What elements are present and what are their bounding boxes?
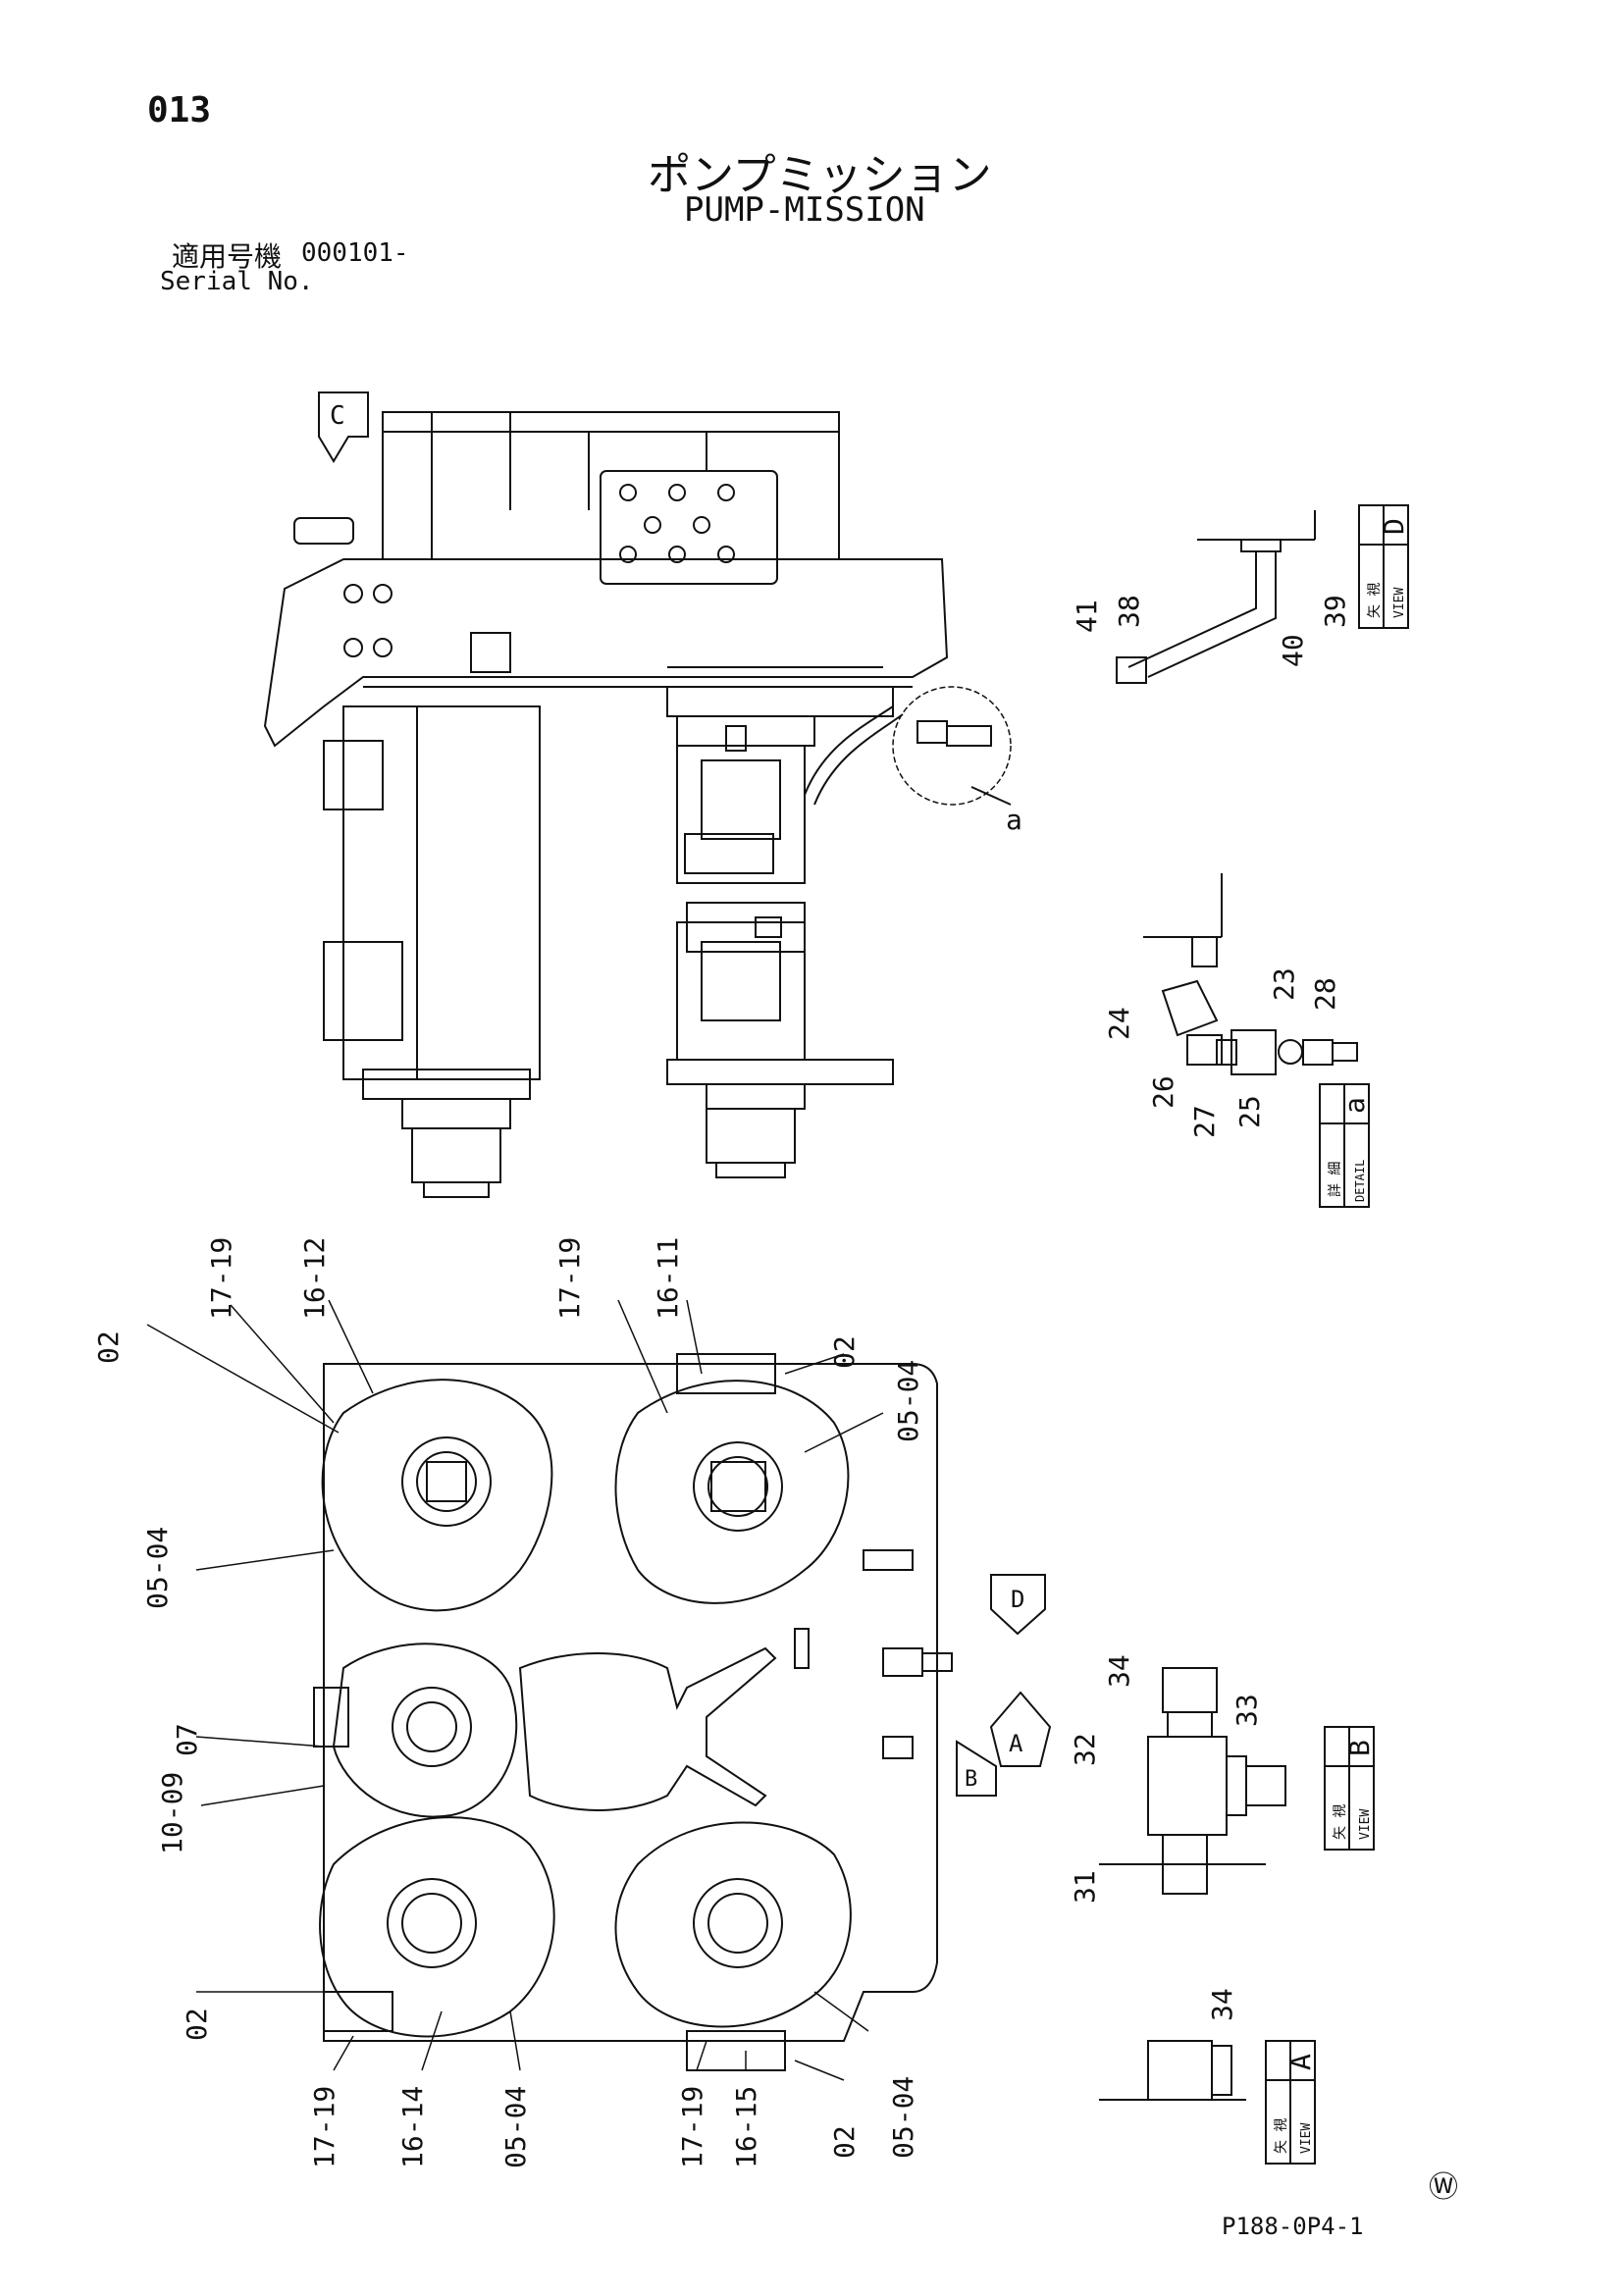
view-b-jp: 矢 視 xyxy=(1333,1804,1348,1840)
flange-center-left xyxy=(332,1643,518,1818)
plan-view-arrows: D A B xyxy=(956,1574,1052,1797)
left-motor-body xyxy=(342,705,541,1080)
view-a: 34 A 矢 視 VIEW xyxy=(1099,1988,1317,2165)
callout-bottom-left-02: 02 xyxy=(181,2008,213,2041)
detail-a-callout: a xyxy=(1006,804,1022,836)
view-a-jp: 矢 視 xyxy=(1274,2118,1289,2154)
callout-bottom-05-04-a: 05-04 xyxy=(499,2086,532,2168)
title-japanese: ポンプミッション xyxy=(648,150,992,200)
callout-top-16-12: 16-12 xyxy=(298,1237,331,1320)
plan-view-assembly xyxy=(313,1353,953,2071)
detail-a-jp: 詳 細 xyxy=(1328,1162,1343,1197)
callout-27: 27 xyxy=(1188,1105,1221,1138)
view-d-en: VIEW xyxy=(1392,588,1407,618)
callout-bottom-02: 02 xyxy=(828,2125,861,2159)
view-arrow-b xyxy=(956,1740,997,1797)
gear-case-center xyxy=(518,1646,777,1811)
flange-top-right xyxy=(614,1380,850,1604)
flange-bottom-right xyxy=(614,1821,852,2028)
view-b: 34 33 32 31 B 矢 視 VIEW xyxy=(1069,1654,1376,1904)
detail-a-letter: a xyxy=(1338,1097,1371,1114)
view-d: 41 38 40 39 D 矢 視 VIEW xyxy=(1071,504,1410,684)
detail-a-en: DETAIL xyxy=(1353,1160,1367,1202)
callout-bottom-16-15: 16-15 xyxy=(730,2086,762,2168)
callout-41: 41 xyxy=(1071,600,1103,633)
view-d-jp: 矢 視 xyxy=(1367,583,1383,618)
callout-24: 24 xyxy=(1103,1007,1135,1040)
right-pump-upper xyxy=(676,745,806,884)
page-number: 013 xyxy=(147,90,212,130)
callout-32: 32 xyxy=(1069,1733,1101,1766)
view-arrow-d xyxy=(990,1574,1046,1636)
view-b-letter: B xyxy=(1343,1740,1376,1756)
callout-23: 23 xyxy=(1268,967,1300,1001)
title-english: PUMP-MISSION xyxy=(684,190,925,230)
callout-33: 33 xyxy=(1230,1694,1263,1727)
callout-25: 25 xyxy=(1233,1095,1266,1128)
callout-34-b: 34 xyxy=(1103,1654,1135,1688)
view-arrow-c-letter: C xyxy=(330,401,345,431)
serial-label-japanese: 適用号機 xyxy=(172,240,283,273)
callout-bottom-16-14: 16-14 xyxy=(396,2086,429,2168)
callout-mid-02: 02 xyxy=(828,1335,861,1369)
right-pump-flange xyxy=(666,686,894,717)
housing-side-plate xyxy=(600,470,778,585)
callout-bottom-17-19-b: 17-19 xyxy=(676,2086,708,2168)
plan-callouts: 02 17-19 16-12 17-19 16-11 02 05-04 05-0… xyxy=(92,1237,924,2168)
callout-39: 39 xyxy=(1319,595,1351,628)
serial-number-value: 000101- xyxy=(301,238,409,268)
callout-mid-17-19: 17-19 xyxy=(553,1237,586,1320)
callout-top-02: 02 xyxy=(92,1331,125,1364)
base-plate-outline xyxy=(323,1363,938,2042)
view-arrow-a-letter: A xyxy=(1009,1730,1023,1757)
drawing-code: P188-0P4-1 xyxy=(1222,2213,1364,2240)
housing-main-body xyxy=(263,558,949,748)
view-a-en: VIEW xyxy=(1299,2123,1314,2154)
view-arrow-b-letter: B xyxy=(965,1767,977,1792)
view-arrow-a xyxy=(989,1691,1052,1767)
side-view-assembly: C xyxy=(263,391,1022,1198)
plan-leader-lines xyxy=(146,1299,884,2081)
view-d-letter: D xyxy=(1378,518,1410,535)
callout-bottom-17-19-a: 17-19 xyxy=(308,2086,340,2168)
callout-31: 31 xyxy=(1069,1870,1101,1904)
view-a-letter: A xyxy=(1284,2054,1317,2070)
callout-34-a: 34 xyxy=(1206,1988,1238,2021)
view-arrow-c xyxy=(318,391,369,463)
serial-label-english: Serial No. xyxy=(160,267,314,296)
detail-a-circle xyxy=(892,686,1012,806)
callout-mid-05-04: 05-04 xyxy=(892,1360,924,1442)
callout-26: 26 xyxy=(1147,1075,1179,1109)
flange-top-left xyxy=(321,1379,553,1612)
callout-40: 40 xyxy=(1277,634,1309,667)
maker-mark: Ⓦ xyxy=(1429,2170,1458,2205)
callout-28: 28 xyxy=(1309,977,1341,1011)
view-b-en: VIEW xyxy=(1358,1809,1373,1840)
view-arrow-d-letter: D xyxy=(1011,1586,1024,1613)
callout-mid-16-11: 16-11 xyxy=(652,1237,684,1320)
callout-top-17-19: 17-19 xyxy=(205,1237,237,1320)
flange-bottom-left xyxy=(319,1816,555,2038)
callout-10-09: 10-09 xyxy=(156,1772,188,1854)
housing-top-frame xyxy=(382,411,840,560)
detail-a: 23 28 24 26 27 25 a 詳 細 DETAIL xyxy=(1103,873,1371,1208)
callout-38: 38 xyxy=(1113,595,1145,628)
callout-07: 07 xyxy=(171,1723,203,1756)
callout-left-05-04: 05-04 xyxy=(141,1527,174,1609)
callout-bottom-05-04-b: 05-04 xyxy=(887,2076,919,2159)
